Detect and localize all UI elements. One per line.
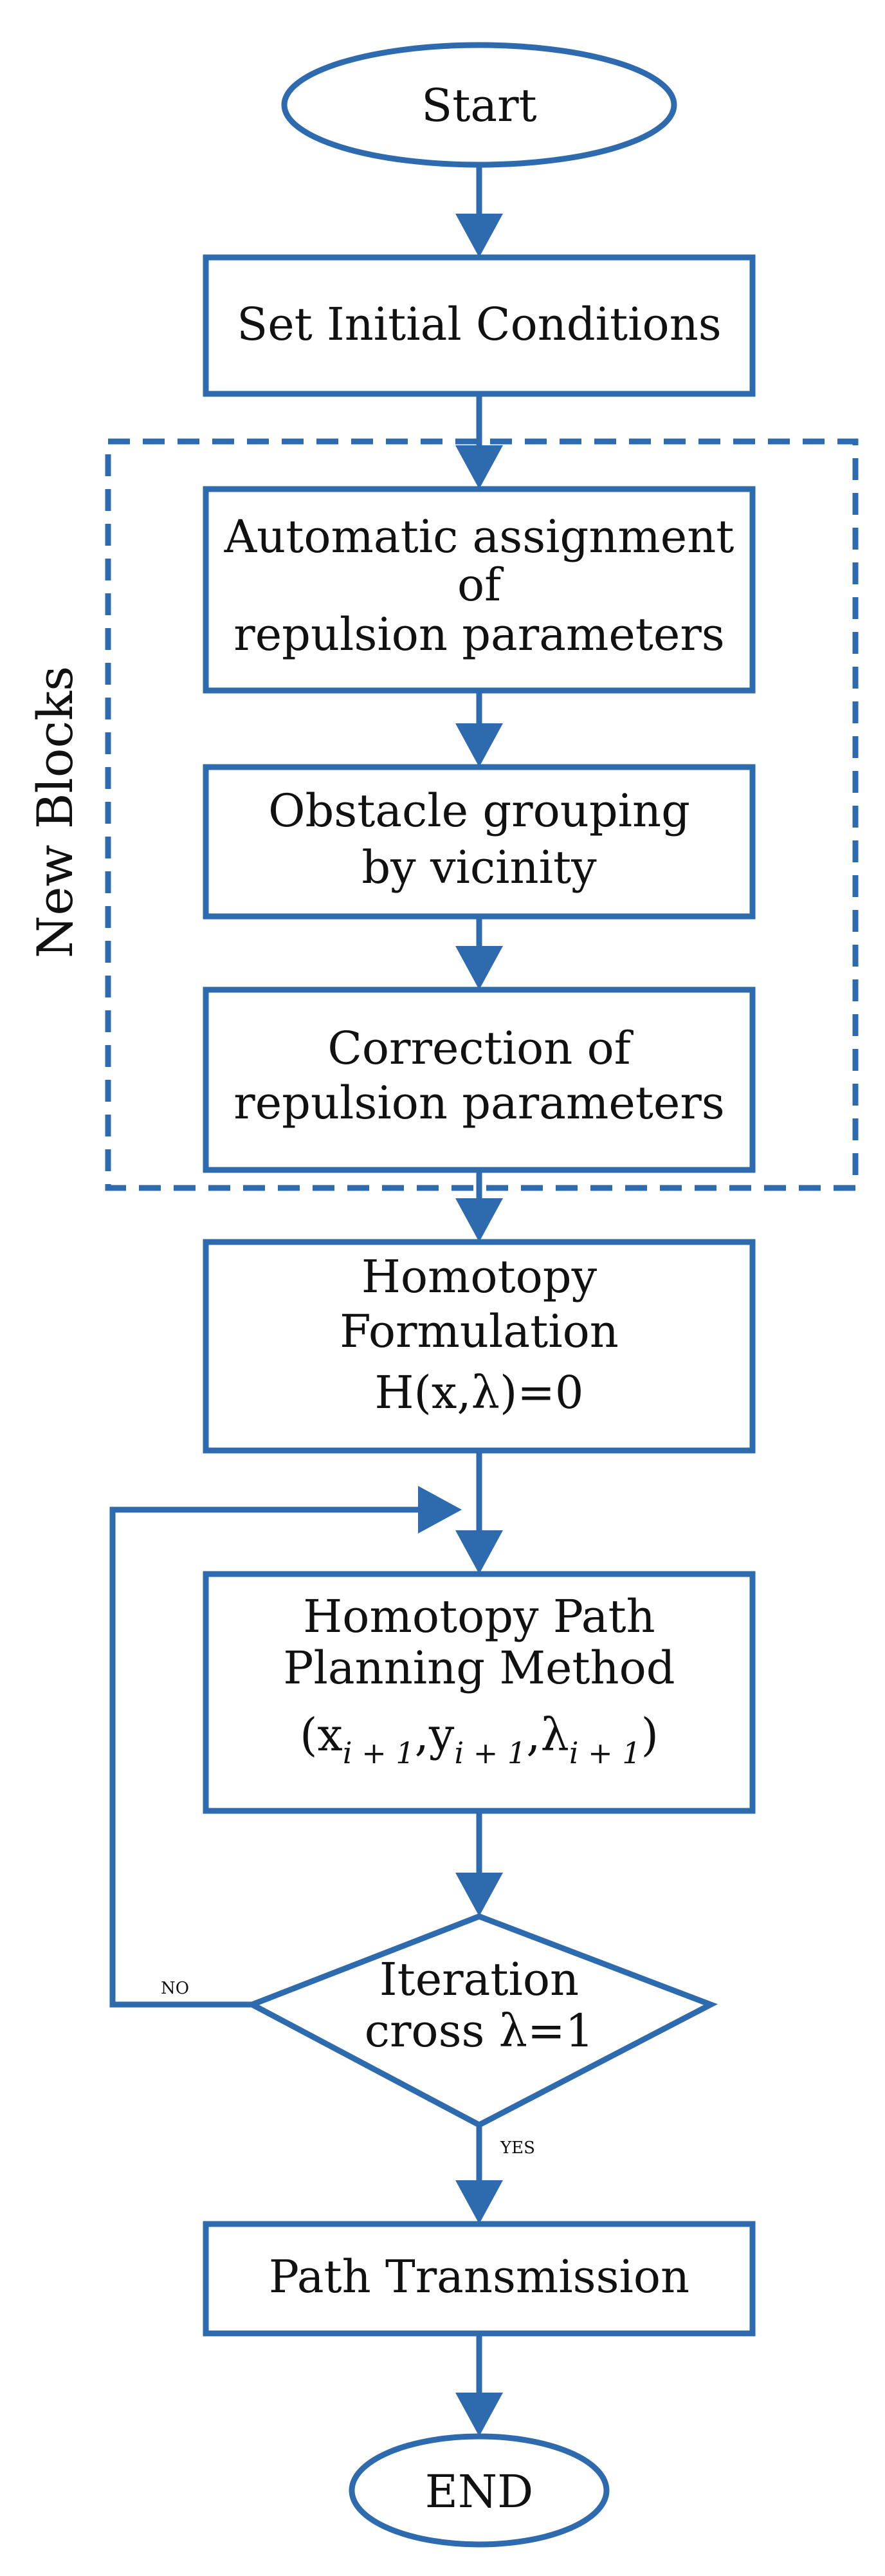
auto-assign-line-1: Automatic assignment xyxy=(224,510,734,563)
arrow-grouping-correction xyxy=(455,946,503,990)
correction-line-1: Correction of xyxy=(327,1022,634,1075)
arrow-correction-homotopy xyxy=(455,1198,503,1242)
automatic-assignment-box xyxy=(203,486,756,694)
shapes xyxy=(203,42,756,2548)
end-label: END xyxy=(425,2465,533,2518)
homotopy-line-1: Homotopy xyxy=(361,1250,598,1303)
labels: Start Set Initial Conditions Automatic a… xyxy=(161,79,734,2518)
grouping-line-2: by vicinity xyxy=(361,841,597,894)
connectors xyxy=(109,164,503,2436)
arrow-auto-grouping xyxy=(455,723,503,767)
arrow-homotopy-hppm xyxy=(455,1530,503,1574)
arrow-no-loop xyxy=(418,1486,462,1534)
new-blocks-group xyxy=(105,438,859,1191)
arrow-hppm-decision xyxy=(455,1873,503,1916)
homotopy-formulation-box xyxy=(203,1239,756,1454)
hppm-line-1: Homotopy Path xyxy=(303,1590,655,1643)
correction-box xyxy=(203,987,756,1173)
connector-no-loop xyxy=(109,1506,418,2008)
auto-assign-line-3: repulsion parameters xyxy=(233,608,724,661)
no-label: NO xyxy=(161,1979,189,1998)
iteration-decision xyxy=(245,1913,718,2129)
start-terminator xyxy=(281,42,677,168)
path-transmission-label: Path Transmission xyxy=(269,2250,689,2303)
homotopy-equation: H(x,λ)=0 xyxy=(375,1366,584,1419)
end-terminator xyxy=(349,2433,610,2548)
decision-line-1: Iteration xyxy=(379,1953,579,2006)
grouping-line-1: Obstacle grouping xyxy=(268,784,690,837)
decision-line-2: cross λ=1 xyxy=(365,2005,594,2057)
hppm-box xyxy=(203,1571,756,1814)
arrow-start-initial xyxy=(455,214,503,257)
yes-label: YES xyxy=(500,2138,535,2158)
initial-conditions-box xyxy=(203,254,756,397)
arrow-transmission-end xyxy=(455,2393,503,2436)
new-blocks-label: New Blocks xyxy=(26,666,84,958)
homotopy-line-2: Formulation xyxy=(340,1305,619,1358)
arrow-decision-transmission xyxy=(455,2180,503,2224)
auto-assign-line-2: of xyxy=(457,559,504,611)
start-label: Start xyxy=(421,79,536,132)
hppm-formula: (xi + 1,yi + 1,λi + 1) xyxy=(300,1709,659,1770)
correction-line-2: repulsion parameters xyxy=(233,1077,724,1129)
hppm-line-2: Planning Method xyxy=(283,1642,675,1694)
path-transmission-box xyxy=(203,2221,756,2337)
obstacle-grouping-box xyxy=(203,764,756,920)
arrow-initial-auto xyxy=(455,445,503,489)
initial-conditions-label: Set Initial Conditions xyxy=(237,298,721,351)
